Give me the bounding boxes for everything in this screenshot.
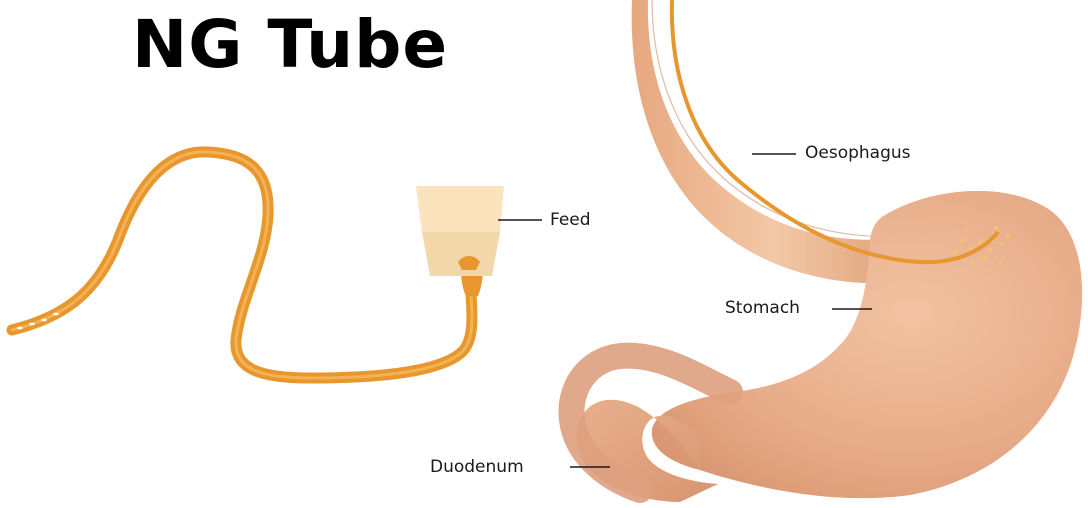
oesophagus-label: Oesophagus (805, 145, 911, 162)
feed-port-body (422, 232, 500, 276)
ng-tube-highlight (12, 152, 472, 378)
duodenum-label: Duodenum (430, 459, 524, 476)
ng-tube-body (12, 152, 472, 378)
feed-port-cap (416, 186, 504, 232)
stomach-label: Stomach (725, 300, 800, 317)
feed-label: Feed (550, 212, 591, 229)
stomach-shape (652, 191, 1082, 498)
